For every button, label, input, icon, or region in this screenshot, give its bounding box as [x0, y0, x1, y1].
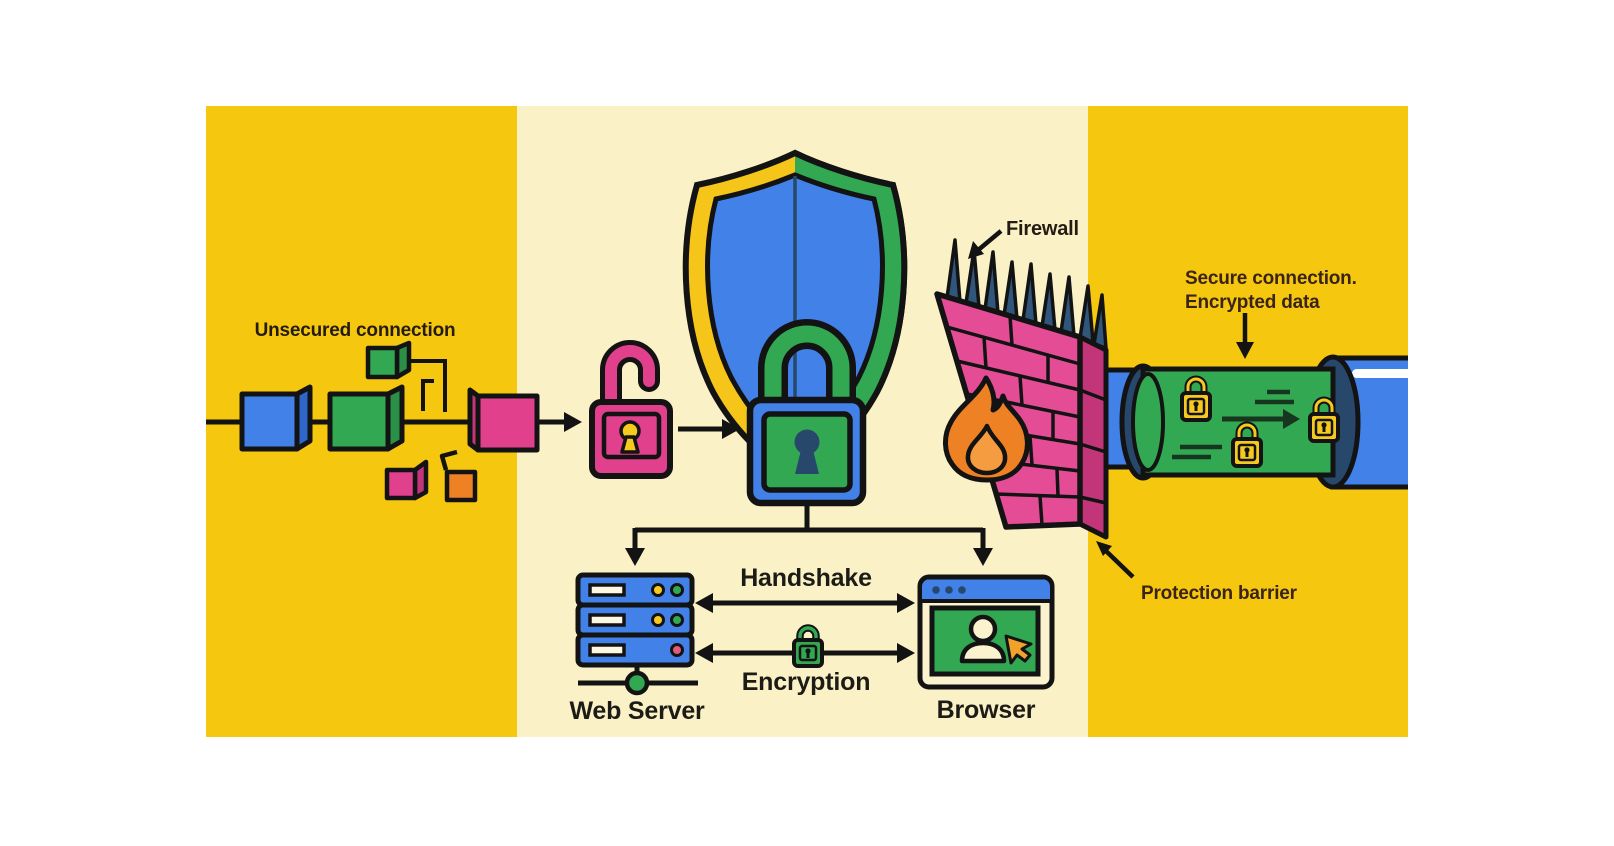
window-dot [958, 586, 966, 594]
web-server-icon [575, 572, 698, 696]
window-dot [945, 586, 953, 594]
data-packet-small-pink [384, 459, 429, 501]
data-packet-small-orange [439, 449, 478, 503]
firewall-label: Firewall [1006, 218, 1079, 240]
handshake-label: Handshake [740, 564, 872, 592]
browser-window-icon [917, 574, 1055, 690]
unsecured-data-stream [206, 340, 582, 503]
pipe-highlight [1352, 369, 1408, 378]
mini-padlock-icon [792, 624, 824, 668]
arrow-left-icon [695, 593, 713, 613]
window-dot [932, 586, 940, 594]
arrow-down-icon [973, 548, 993, 566]
arrow-right-icon [722, 419, 740, 439]
arrow-right-icon [1283, 409, 1300, 429]
handshake-arrow [695, 593, 915, 613]
arrow-right-icon [564, 412, 582, 432]
lock-to-endpoints-connector [625, 503, 993, 566]
closed-padlock-icon [746, 319, 867, 507]
arrow-right-icon [897, 593, 915, 613]
cursor-icon [1004, 634, 1033, 665]
open-padlock-icon [589, 340, 673, 479]
data-packet-green [327, 384, 405, 452]
data-packet-blue [239, 384, 313, 452]
flame-icon [943, 375, 1030, 483]
protection-callout-arrow [1096, 541, 1135, 579]
secure-connection-label-line2: Encrypted data [1185, 292, 1320, 313]
unsecured-connection-label: Unsecured connection [255, 320, 456, 341]
arrow-left-icon [695, 643, 713, 663]
network-node-dot [624, 670, 650, 696]
arrow-right-icon [897, 643, 915, 663]
arrow-down-icon [625, 548, 645, 566]
secure-connection-label-line1: Secure connection. [1185, 268, 1357, 289]
tunnel-motion-marks [1172, 389, 1294, 460]
encryption-arrow [695, 624, 915, 668]
protection-barrier-label: Protection barrier [1141, 583, 1298, 604]
yellow-padlock-icon [1231, 421, 1263, 468]
data-packet-small-green [365, 340, 447, 412]
tunnel-left-cap [1131, 372, 1165, 472]
firewall-callout-arrow [968, 229, 1003, 259]
secure-callout-arrow [1236, 313, 1254, 359]
user-icon [959, 614, 1007, 664]
yellow-padlock-icon [1308, 396, 1340, 443]
web-server-label: Web Server [569, 697, 705, 725]
data-packet-pink [467, 387, 540, 453]
firewall-wall-icon [934, 291, 1109, 540]
secure-tunnel-icon [1119, 354, 1408, 490]
keyhole-yellow [619, 420, 641, 454]
yellow-padlock-icon [1180, 375, 1212, 422]
encryption-label: Encryption [742, 668, 871, 696]
keyhole-navy [794, 429, 820, 474]
browser-label: Browser [937, 696, 1036, 724]
